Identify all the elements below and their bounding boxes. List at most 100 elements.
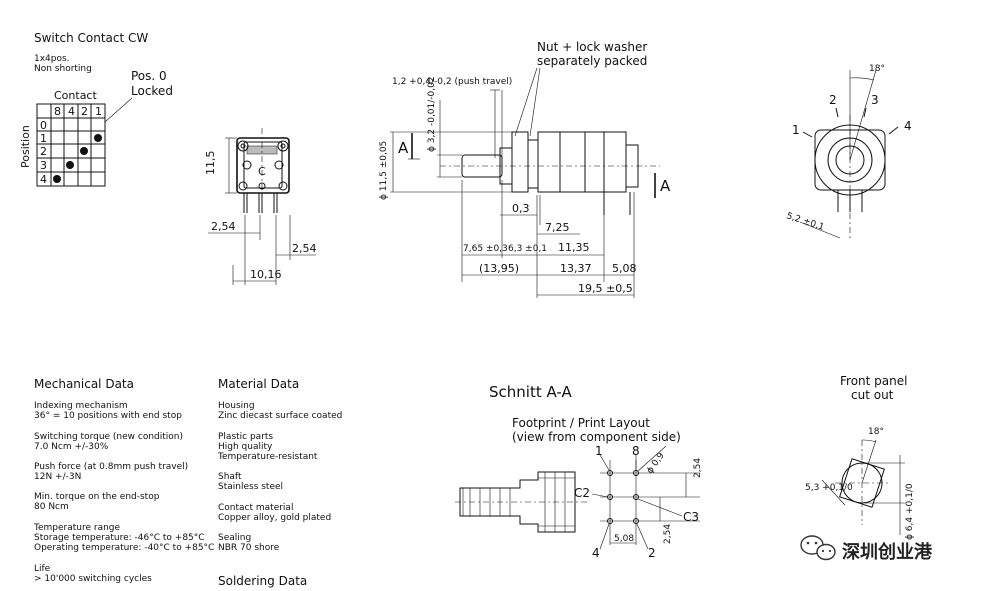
mech-2-1: 12N +/-3N	[34, 472, 81, 482]
pin-8: 8	[632, 444, 640, 458]
mech-0-1: 36° = 10 positions with end stop	[34, 411, 182, 421]
dim-6-3: 6,3 ±0,1	[508, 244, 547, 254]
push-travel: 1,2 +0,4/-0,2 (push travel)	[392, 77, 512, 87]
row-4: 4	[40, 173, 47, 186]
col-8: 8	[54, 105, 61, 118]
dim-pitch-v1: 2,54	[693, 458, 703, 478]
dim-7-65: 7,65 ±0,3	[463, 244, 508, 254]
dim-13-95: (13,95)	[479, 262, 519, 275]
mechanical-data: Mechanical Data Indexing mechanism 36° =…	[33, 377, 214, 584]
mechanical-title: Mechanical Data	[34, 377, 134, 391]
dim-13-37: 13,37	[560, 262, 592, 275]
mat-0-0: Housing	[218, 401, 255, 411]
front-dim-width: 10,16	[250, 268, 282, 281]
wechat-icon	[800, 535, 836, 561]
cutout-title-line1: Front panel	[840, 374, 907, 388]
mech-4-1: Storage temperature: -46°C to +85°C	[34, 533, 205, 543]
mech-3-0: Min. torque on the end-stop	[34, 492, 160, 502]
cutout-angle: 18°	[868, 427, 884, 437]
mech-1-0: Switching torque (new condition)	[34, 432, 183, 442]
col-1: 1	[95, 105, 102, 118]
front-dim-pitch-left: 2,54	[211, 220, 236, 233]
pos0-line2: Locked	[131, 84, 173, 98]
mech-5-1: > 10'000 switching cycles	[34, 574, 152, 584]
front-dim-height: 11,5	[204, 151, 217, 176]
dim-shaft: ϕ 3,2 -0,01/-0,02	[427, 76, 437, 152]
position-label: Position	[19, 125, 32, 168]
pos0-leader	[104, 97, 133, 123]
mech-5-0: Life	[34, 564, 51, 574]
dim-0-3: 0,3	[512, 202, 530, 215]
dim-body: ϕ 11,5 ±0,05	[379, 141, 389, 200]
cutout-dim-height: ϕ 6,4 +0,1/0	[905, 483, 915, 540]
contact-grid	[36, 103, 106, 187]
mat-1-2: Temperature-resistant	[217, 452, 318, 462]
mech-4-0: Temperature range	[33, 523, 121, 533]
pin-c2: C2	[574, 486, 590, 500]
nut-note-line2: separately packed	[537, 54, 647, 68]
row-0: 0	[40, 119, 47, 132]
mat-2-0: Shaft	[218, 472, 242, 482]
pin-c3: C3	[683, 510, 699, 524]
rotary-pos-1: 1	[792, 123, 800, 137]
rotary-pos-2: 2	[829, 93, 837, 107]
pin-1: 1	[595, 444, 603, 458]
nut-leader	[514, 67, 541, 137]
mech-3-1: 80 Ncm	[34, 502, 69, 512]
mat-3-1: Copper alloy, gold plated	[218, 513, 331, 523]
material-title: Material Data	[218, 377, 299, 391]
front-view: C 11,5 2,54 2,54 10,16	[204, 128, 317, 285]
contact-label: Contact	[54, 89, 97, 102]
row-2: 2	[40, 145, 47, 158]
switch-contact-line2: Non shorting	[34, 64, 92, 74]
dim-5-08: 5,08	[612, 262, 637, 275]
contact-dot	[66, 161, 74, 169]
dim-pitch-h: 5,08	[614, 534, 634, 544]
watermark-text: 深圳创业港	[842, 541, 933, 563]
mat-2-1: Stainless steel	[218, 482, 283, 492]
pin-4: 4	[592, 546, 600, 560]
switch-contact-title: Switch Contact CW	[34, 31, 148, 45]
switch-contact-block: Switch Contact CW 1x4pos. Non shorting P…	[19, 31, 173, 187]
rotary-pos-4: 4	[904, 119, 912, 133]
cutout-title-line2: cut out	[851, 388, 894, 402]
switch-contact-line1: 1x4pos.	[34, 54, 70, 64]
mech-0-0: Indexing mechanism	[34, 401, 128, 411]
material-data: Material Data Housing Zinc diecast surfa…	[217, 377, 342, 588]
row-1: 1	[40, 132, 47, 145]
rotary-pos-3: 3	[871, 93, 879, 107]
mat-3-0: Contact material	[218, 503, 293, 513]
watermark: 深圳创业港	[800, 535, 933, 563]
section-view: Schnitt A-A Footprint / Print Layout (vi…	[455, 383, 703, 560]
cutout-dim-width: 5,3 +0,1/0	[805, 483, 853, 493]
section-a-right: A	[660, 177, 671, 195]
col-2: 2	[81, 105, 88, 118]
row-3: 3	[40, 159, 47, 172]
col-4: 4	[68, 105, 75, 118]
front-dim-pitch-right: 2,54	[292, 242, 317, 255]
nut-note-line1: Nut + lock washer	[537, 40, 647, 54]
soldering-title: Soldering Data	[218, 574, 307, 588]
dim-pitch-v2: 2,54	[663, 524, 673, 544]
contact-dot	[94, 134, 102, 142]
section-title: Schnitt A-A	[489, 383, 572, 401]
side-view: Nut + lock washer separately packed 1,2 …	[379, 40, 671, 298]
rotary-view: 18° 1 2 3 4 5,2 ±0,1	[785, 64, 912, 240]
mat-0-1: Zinc diecast surface coated	[218, 411, 342, 421]
mech-4-2: Operating temperature: -40°C to +85°C	[34, 543, 214, 553]
contact-dot	[80, 147, 88, 155]
mat-1-0: Plastic parts	[218, 432, 273, 442]
dim-19-5: 19,5 ±0,5	[578, 282, 633, 295]
mech-2-0: Push force (at 0.8mm push travel)	[34, 462, 188, 472]
section-a-left: A	[398, 139, 409, 157]
cutout-view: Front panel cut out 18° ϕ 6,4 +0,1/0 5,3…	[805, 374, 915, 540]
mech-1-1: 7.0 Ncm +/-30%	[34, 442, 109, 452]
dim-11-35: 11,35	[558, 241, 590, 254]
pin-2: 2	[648, 546, 656, 560]
mat-4-1: NBR 70 shore	[218, 543, 280, 553]
rotary-angle: 18°	[869, 64, 885, 74]
pos0-line1: Pos. 0	[131, 69, 167, 83]
mat-1-1: High quality	[218, 442, 273, 452]
dim-7-25: 7,25	[545, 221, 570, 234]
footprint-line1: Footprint / Print Layout	[512, 416, 650, 430]
